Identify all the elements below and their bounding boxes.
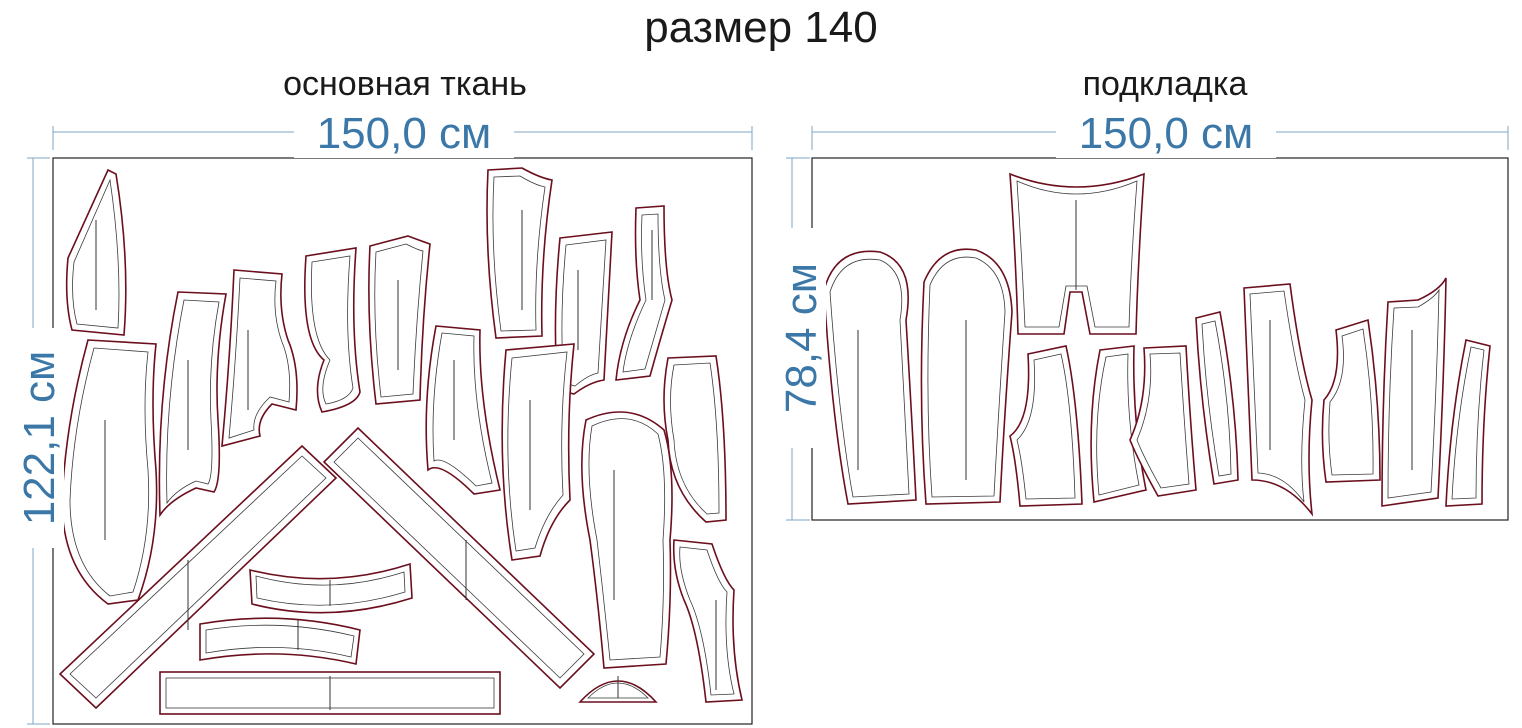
- main-fabric-pieces: [58, 167, 744, 715]
- main-fabric-length: 122,1 см: [15, 328, 64, 548]
- pattern-piece: [1445, 339, 1491, 507]
- pattern-piece: [304, 247, 361, 413]
- pattern-piece: [1009, 345, 1083, 507]
- pattern-piece: [1321, 318, 1381, 483]
- pattern-piece: [249, 562, 413, 614]
- pattern-piece: [65, 168, 127, 336]
- pattern-piece: [199, 617, 361, 665]
- pattern-piece: [1195, 311, 1239, 485]
- pattern-piece: [58, 444, 338, 710]
- pattern-piece: [158, 291, 227, 518]
- pattern-piece: [486, 167, 553, 339]
- pattern-piece: [1381, 277, 1447, 507]
- pattern-piece: [425, 325, 501, 495]
- lining-label: подкладка: [1082, 65, 1248, 103]
- lining-width: 150,0 см: [1056, 110, 1276, 158]
- pattern-piece: [501, 343, 575, 561]
- pattern-piece: [1243, 283, 1314, 517]
- pattern-piece: [823, 250, 917, 505]
- pattern-piece: [368, 235, 431, 405]
- main-fabric-label: основная ткань: [283, 65, 527, 103]
- pattern-piece: [159, 671, 501, 715]
- pattern-piece: [615, 205, 673, 381]
- pattern-piece: [61, 339, 158, 605]
- lining-length: 78,4 см: [777, 228, 826, 448]
- pattern-piece: [1090, 345, 1147, 503]
- lining-pieces: [823, 172, 1491, 517]
- pattern-piece: [581, 411, 673, 669]
- pattern-piece: [672, 539, 744, 703]
- pattern-piece: [920, 248, 1013, 505]
- page-title: размер 140: [644, 3, 878, 52]
- pattern-piece: [578, 676, 658, 703]
- pattern-piece: [663, 355, 727, 523]
- pattern-piece: [1009, 172, 1145, 335]
- main-fabric-width: 150,0 см: [294, 110, 514, 158]
- pattern-piece: [322, 426, 596, 690]
- pattern-piece: [1129, 345, 1197, 497]
- pattern-piece: [221, 269, 298, 448]
